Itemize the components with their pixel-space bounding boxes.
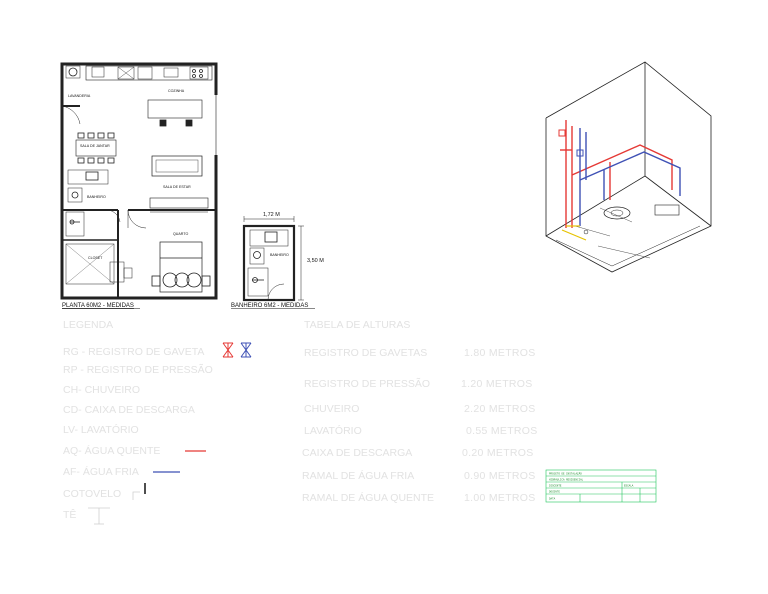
height-row-value: 0.20 METROS	[462, 447, 534, 459]
height-row-label: CHUVEIRO	[304, 403, 359, 415]
height-table: TABELA DE ALTURAS REGISTRO DE GAVETAS 1.…	[302, 319, 538, 504]
legend-item-lv: LV- LAVATÓRIO	[63, 423, 139, 436]
room-label-closet: CLOSET	[88, 256, 103, 260]
isometric-view	[545, 61, 712, 273]
plan-outer-wall	[60, 62, 218, 300]
bathroom-room-label: BANHEIRO	[270, 253, 289, 257]
height-row-label: CAIXA DE DESCARGA	[302, 447, 412, 459]
legend: LEGENDA RG - REGISTRO DE GAVETA RP - REG…	[63, 319, 252, 525]
stamp-line-3: DISCENTE	[549, 485, 562, 488]
height-row-label: LAVATÓRIO	[304, 424, 362, 437]
bathroom-detail	[242, 216, 304, 302]
stamp-line-5: ESCALA	[624, 485, 634, 488]
legend-item-cd: CD- CAIXA DE DESCARGA	[63, 404, 195, 416]
room-label-sala-estar: SALA DE ESTAR	[163, 185, 191, 189]
room-label-sala-jantar: SALA DE JANTAR	[80, 144, 110, 148]
height-row-label: RAMAL DE ÁGUA QUENTE	[302, 491, 434, 504]
elbow-symbol	[132, 483, 146, 500]
legend-item-af: AF- ÁGUA FRIA	[63, 465, 139, 478]
height-row-label: RAMAL DE ÁGUA FRIA	[302, 469, 414, 482]
room-label-quarto: QUARTO	[173, 232, 188, 236]
legend-item-te: TÊ	[63, 508, 76, 521]
stamp-line-4: DOCENTE	[549, 491, 560, 494]
bathroom-title: BANHEIRO 6M2 - MEDIDAS	[231, 303, 308, 309]
valve-symbol-red	[222, 342, 234, 358]
plan-title: PLANTA 60M2 - MEDIDAS	[62, 303, 134, 309]
heights-title: TABELA DE ALTURAS	[304, 319, 410, 331]
stamp-line-6: DATA	[549, 498, 556, 501]
title-stamp	[545, 469, 657, 503]
floor-plan	[60, 62, 219, 300]
legend-item-rp: RP - REGISTRO DE PRESSÃO	[63, 363, 213, 376]
height-row-value: 1.20 METROS	[461, 378, 533, 390]
legend-item-rg: RG - REGISTRO DE GAVETA	[63, 346, 204, 358]
stamp-line-1: PROJETO DE INSTALAÇÃO	[549, 472, 582, 476]
stamp-line-2: HIDRÁULICA RESIDENCIAL	[549, 478, 584, 482]
room-label-banheiro: BANHEIRO	[87, 195, 106, 199]
height-row-label: REGISTRO DE GAVETAS	[304, 347, 427, 359]
height-row-value: 0.55 METROS	[466, 425, 538, 437]
legend-title: LEGENDA	[63, 319, 113, 331]
room-label-cozinha: COZINHA	[168, 89, 185, 93]
height-row-value: 1.00 METROS	[464, 492, 536, 504]
bathroom-width: 1,72 M	[263, 212, 280, 218]
valve-symbol-blue	[240, 342, 252, 358]
legend-item-cotovelo: COTOVELO	[63, 488, 121, 500]
height-row-value: 1.80 METROS	[464, 347, 536, 359]
room-label-lavanderia: LAVANDERIA	[68, 94, 91, 98]
tee-symbol	[88, 507, 110, 525]
legend-item-ch: CH- CHUVEIRO	[63, 384, 140, 396]
height-row-value: 0.90 METROS	[464, 470, 536, 482]
legend-item-aq: AQ- ÁGUA QUENTE	[63, 444, 160, 457]
bathroom-height: 3,50 M	[307, 258, 324, 264]
height-row-label: REGISTRO DE PRESSÃO	[304, 377, 430, 390]
height-row-value: 2.20 METROS	[464, 403, 536, 415]
pipe-network	[558, 120, 681, 241]
